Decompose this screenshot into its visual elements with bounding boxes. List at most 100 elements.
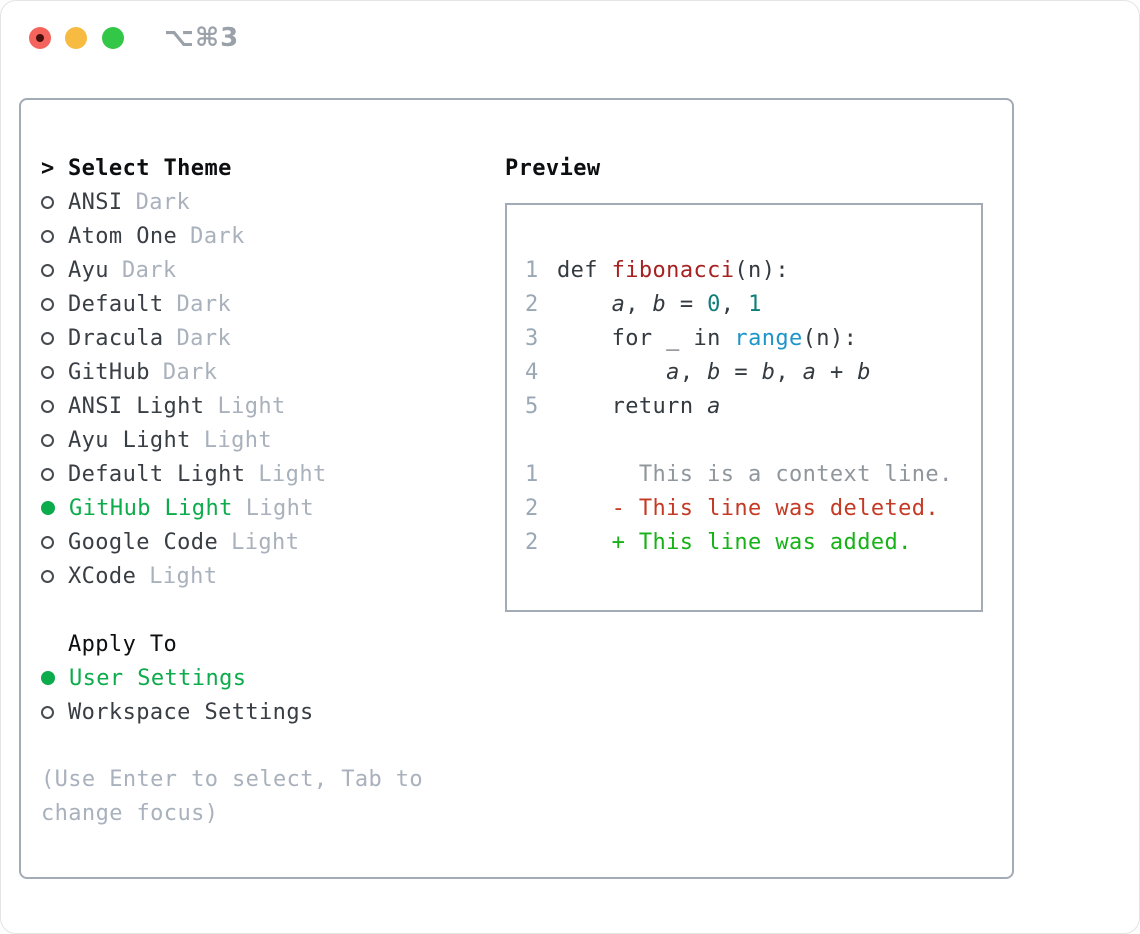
code-token: (n): [802, 326, 858, 351]
line-number: 3 [525, 326, 539, 351]
preview-line: 2 a, b = 0, 1 [525, 288, 981, 322]
titlebar: ⌥⌘3 [1, 1, 1139, 75]
theme-option[interactable]: Google Code Light [41, 525, 496, 559]
variant-tag: Light [217, 393, 286, 419]
code-token: (n): [734, 258, 789, 283]
radio-icon [41, 399, 54, 413]
preview-line: 3 for _ in range(n): [525, 322, 981, 356]
radio-icon [41, 297, 54, 311]
option-label: Ayu [68, 257, 109, 283]
zoom-button[interactable] [102, 27, 124, 49]
code-token: return [611, 394, 694, 419]
close-button[interactable] [29, 27, 51, 49]
code-token: a [802, 360, 817, 385]
line-number: 1 [525, 258, 539, 283]
radio-icon [41, 195, 54, 209]
preview-line [525, 424, 981, 458]
window-title: ⌥⌘3 [164, 23, 240, 53]
variant-tag: Dark [135, 189, 191, 215]
line-number: 2 [525, 496, 539, 521]
code-token: 0 [707, 292, 721, 317]
code-token: a [611, 292, 626, 317]
line-number: 5 [525, 394, 539, 419]
radio-icon [41, 535, 54, 549]
code-token: _ [652, 326, 694, 351]
code-token: in [693, 326, 721, 351]
apply-option[interactable]: Workspace Settings [41, 695, 496, 729]
code-token: , [720, 292, 749, 317]
code-token: , [625, 292, 653, 317]
radio-icon [41, 705, 54, 719]
variant-tag: Dark [190, 223, 245, 249]
line-number: 2 [525, 530, 539, 555]
option-label: GitHub Light [69, 495, 233, 521]
variant-tag: Light [258, 461, 327, 487]
radio-icon [41, 229, 54, 243]
variant-tag: Dark [162, 359, 218, 385]
code-token: = [666, 292, 708, 317]
code-token: def [557, 258, 612, 283]
code-token: for [611, 326, 653, 351]
variant-tag: Light [231, 529, 300, 555]
option-label: User Settings [69, 665, 247, 691]
option-label: ANSI Light [68, 393, 205, 419]
preview-line: 5 return a [525, 390, 981, 424]
option-label: Default Light [68, 461, 246, 487]
theme-option[interactable]: GitHub Light Light [41, 491, 496, 525]
code-token: 1 [748, 292, 762, 317]
theme-option[interactable]: ANSI Light Light [41, 389, 496, 423]
code-token: fibonacci [611, 258, 735, 283]
code-token: b [857, 360, 871, 385]
code-token: b [707, 360, 721, 385]
code-token: b [761, 360, 776, 385]
code-token [557, 292, 612, 317]
radio-selected-icon [41, 671, 55, 685]
radio-icon [41, 433, 54, 447]
code-token [557, 360, 666, 385]
code-token [557, 394, 612, 419]
code-token: , [679, 360, 708, 385]
variant-tag: Light [203, 427, 273, 453]
theme-option[interactable]: Default Light Light [41, 457, 496, 491]
code-token: + [816, 360, 858, 385]
unsaved-dot-icon [36, 34, 44, 42]
code-token [721, 326, 735, 351]
code-token [557, 326, 612, 351]
radio-icon [41, 365, 54, 379]
line-number: 1 [525, 462, 539, 487]
prompt-chevron-icon: > [41, 155, 55, 181]
code-token: - This line was deleted. [557, 496, 940, 521]
spacer [41, 593, 496, 627]
variant-tag: Light [245, 495, 314, 521]
line-number: 4 [525, 360, 539, 385]
preview-header: Preview [505, 155, 601, 181]
select-theme-title: Select Theme [68, 155, 232, 181]
radio-icon [41, 467, 54, 481]
radio-icon [41, 263, 54, 277]
code-token: This is a context line. [557, 462, 953, 487]
radio-selected-icon [41, 501, 55, 515]
option-label: Google Code [68, 529, 219, 555]
code-token: + This line was added. [557, 530, 912, 555]
variant-tag: Dark [176, 291, 232, 317]
preview-line: 1 This is a context line. [525, 458, 981, 492]
code-token: b [652, 292, 667, 317]
preview-line: 2 - This line was deleted. [525, 492, 981, 526]
apply-option[interactable]: User Settings [41, 661, 496, 695]
preview-line: 4 a, b = b, a + b [525, 356, 981, 390]
minimize-button[interactable] [65, 27, 87, 49]
option-label: Workspace Settings [68, 699, 314, 725]
select-theme-header: > Select Theme [41, 151, 496, 185]
code-token: range [734, 326, 803, 351]
